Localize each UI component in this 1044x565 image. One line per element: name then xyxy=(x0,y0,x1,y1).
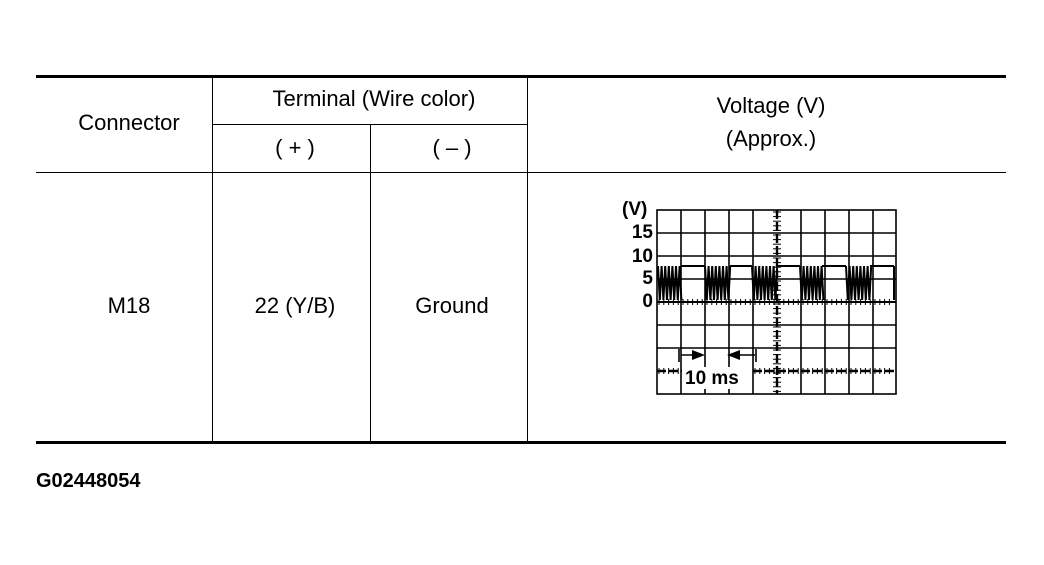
header-split-rule xyxy=(212,124,527,125)
col-divider-2 xyxy=(370,125,371,441)
header-voltage-approx: (Approx.) xyxy=(725,126,817,151)
scope-y-tick-5: 5 xyxy=(642,268,653,289)
cell-connector: M18 xyxy=(107,293,151,318)
voltage-trace xyxy=(657,265,895,301)
scope-time-label: 10 ms xyxy=(685,368,739,389)
header-minus: ( – ) xyxy=(432,135,472,160)
col-divider-3 xyxy=(527,78,528,441)
header-plus: ( + ) xyxy=(275,135,315,160)
header-voltage: Voltage (V) xyxy=(716,93,826,118)
cell-minus: Ground xyxy=(415,293,489,318)
scope-unit-label: (V) xyxy=(622,199,648,220)
header-bottom-rule xyxy=(36,172,1006,173)
time-label-bg xyxy=(682,367,752,389)
header-terminal: Terminal (Wire color) xyxy=(272,86,476,111)
table-bottom-rule xyxy=(36,441,1006,444)
figure-id: G02448054 xyxy=(36,470,141,492)
table-top-rule xyxy=(36,75,1006,78)
col-divider-1 xyxy=(212,78,213,441)
scope-y-tick-0: 0 xyxy=(642,291,653,312)
scope-y-tick-10: 10 xyxy=(631,246,653,267)
voltage-trace-path xyxy=(657,265,895,301)
header-connector: Connector xyxy=(78,110,180,135)
scope-y-tick-15: 15 xyxy=(631,222,653,243)
cell-plus: 22 (Y/B) xyxy=(254,293,336,318)
time-span-arrows xyxy=(678,349,757,362)
